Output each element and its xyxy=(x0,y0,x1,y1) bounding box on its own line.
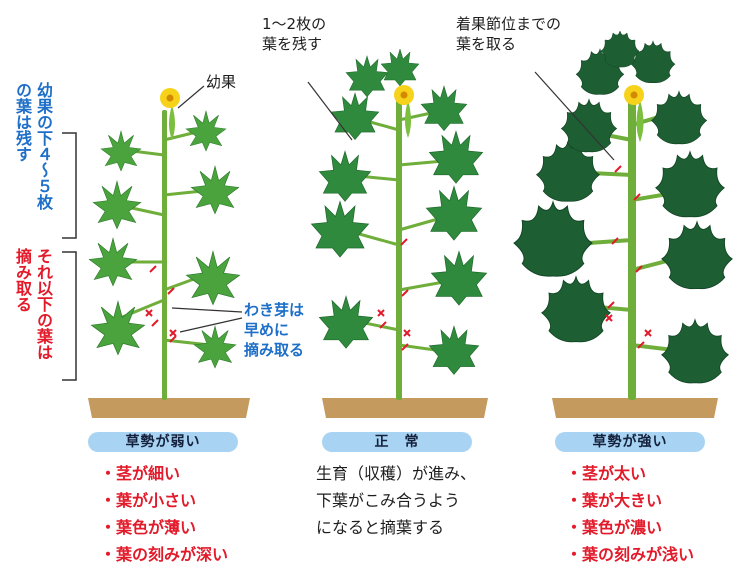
young-fruit xyxy=(405,100,411,138)
leaves xyxy=(513,30,733,384)
condition-badge-normal: 正 常 xyxy=(322,432,472,452)
main-stem xyxy=(396,100,402,400)
trait-item: ・葉の刻みが深い xyxy=(100,545,229,564)
traits-strong: ・茎が太い ・葉が大きい ・葉色が濃い ・葉の刻みが浅い xyxy=(566,460,694,568)
plant-strong xyxy=(513,30,733,418)
label-keep-leaves: 幼果の下４～５枚 の葉は残す xyxy=(13,82,53,210)
young-fruit xyxy=(169,105,175,140)
flower xyxy=(160,88,180,108)
trait-item: ・葉色が濃い xyxy=(566,518,663,537)
young-fruit xyxy=(636,100,644,142)
label-remove-to-fruit-node: 着果節位までの 葉を取る xyxy=(456,15,562,53)
trait-item: ・葉色が薄い xyxy=(100,518,197,537)
plant-weak xyxy=(88,88,250,418)
soil-mound xyxy=(322,398,488,418)
soil-mound xyxy=(552,398,718,418)
soil-mound xyxy=(88,398,250,418)
flower xyxy=(624,85,644,105)
trait-item: ・葉が小さい xyxy=(100,491,197,510)
trait-item: ・葉が大きい xyxy=(566,491,663,510)
cut-marks xyxy=(377,238,411,351)
description-normal: 生育（収穫）が進み、 下葉がこみ合うよう になると摘葉する xyxy=(316,464,477,537)
trait-item: ・茎が太い xyxy=(566,464,647,483)
label-young-fruit: 幼果 xyxy=(206,73,237,91)
main-stem xyxy=(162,110,167,400)
flower xyxy=(394,85,414,105)
condition-badge-strong: 草勢が強い xyxy=(555,432,705,452)
leader-lines xyxy=(171,71,615,333)
trait-item: ・葉の刻みが浅い xyxy=(566,545,695,564)
trait-item: ・茎が細い xyxy=(100,464,181,483)
label-leave-one-two-leaves: 1～2枚の 葉を残す xyxy=(262,15,327,53)
plant-normal xyxy=(311,48,488,418)
traits-weak: ・茎が細い ・葉が小さい ・葉色が薄い ・葉の刻みが深い xyxy=(100,460,228,568)
main-stem xyxy=(628,100,636,400)
label-remove-leaves: それ以下の葉は 摘み取る xyxy=(13,248,53,360)
condition-badge-weak: 草勢が弱い xyxy=(88,432,238,452)
cut-marks xyxy=(145,265,177,343)
left-bracket xyxy=(62,132,77,381)
label-side-shoots: わき芽は 早めに 摘み取る xyxy=(244,301,305,359)
cut-marks xyxy=(605,165,652,349)
